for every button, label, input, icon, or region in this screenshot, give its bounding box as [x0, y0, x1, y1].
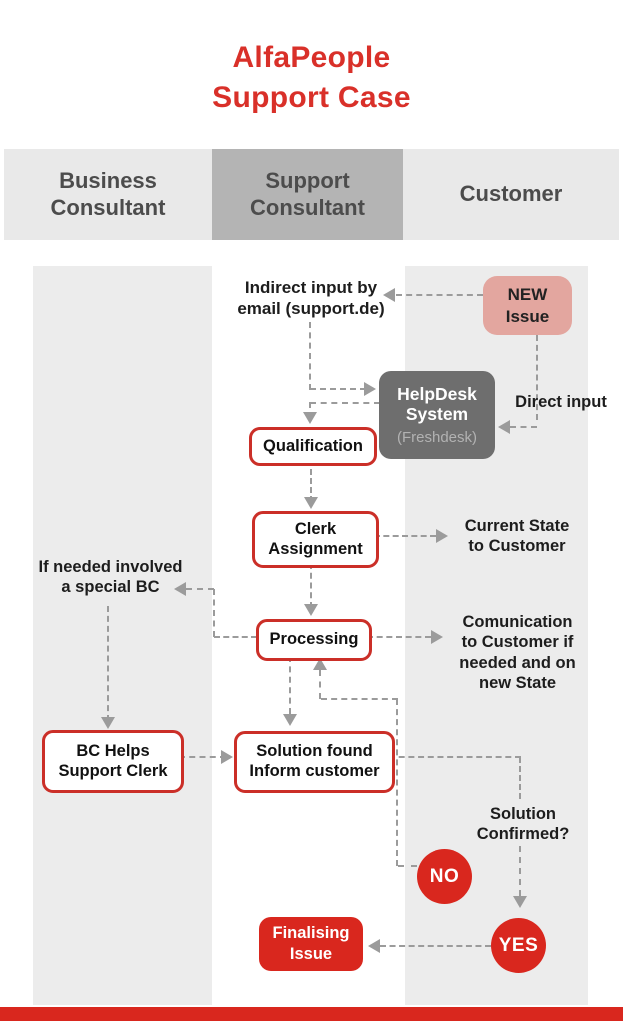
arrowhead-up-icon: [313, 658, 327, 670]
lane-column-business: [33, 266, 212, 1005]
node-clerk-assignment: Clerk Assignment: [252, 511, 379, 568]
arrowhead-right-icon: [436, 529, 448, 543]
arrowhead-right-icon: [364, 382, 376, 396]
node-yes-decision: YES: [491, 918, 546, 973]
node-bc-helps-support-clerk: BC Helps Support Clerk: [42, 730, 184, 793]
helpdesk-title: HelpDesk System: [397, 384, 477, 425]
node-finalising-issue: Finalising Issue: [259, 917, 363, 971]
arrowhead-down-icon: [101, 717, 115, 729]
node-new-issue: NEW Issue: [483, 276, 572, 335]
bottom-accent-bar: [0, 1007, 623, 1021]
arrowhead-down-icon: [303, 412, 317, 424]
arrowhead-left-icon: [383, 288, 395, 302]
arrowhead-left-icon: [498, 420, 510, 434]
label-comunication: Comunication to Customer if needed and o…: [459, 613, 576, 693]
lane-header-support-consultant: Support Consultant: [212, 149, 403, 240]
lane-header-business-consultant: Business Consultant: [4, 149, 212, 240]
node-qualification: Qualification: [249, 427, 377, 466]
page-title: AlfaPeople Support Case: [212, 41, 411, 114]
label-current-state: Current State to Customer: [464, 517, 570, 556]
arrowhead-down-icon: [513, 896, 527, 908]
arrowhead-left-icon: [174, 582, 186, 596]
label-direct-input: Direct input: [515, 393, 607, 411]
label-indirect-input: Indirect input by email (support.de): [237, 278, 385, 319]
arrowhead-down-icon: [304, 497, 318, 509]
node-no-decision: NO: [417, 849, 472, 904]
lane-header-customer: Customer: [403, 149, 619, 240]
helpdesk-subtitle: (Freshdesk): [396, 428, 478, 446]
arrowhead-left-icon: [368, 939, 380, 953]
label-if-needed-bc: If needed involved a special BC: [38, 558, 183, 597]
node-solution-found: Solution found Inform customer: [234, 731, 395, 793]
arrowhead-down-icon: [283, 714, 297, 726]
node-helpdesk-system: HelpDesk System (Freshdesk): [379, 371, 495, 459]
arrowhead-down-icon: [304, 604, 318, 616]
label-solution-confirmed: Solution Confirmed?: [476, 805, 570, 844]
node-processing: Processing: [256, 619, 372, 661]
arrowhead-right-icon: [221, 750, 233, 764]
arrowhead-right-icon: [431, 630, 443, 644]
